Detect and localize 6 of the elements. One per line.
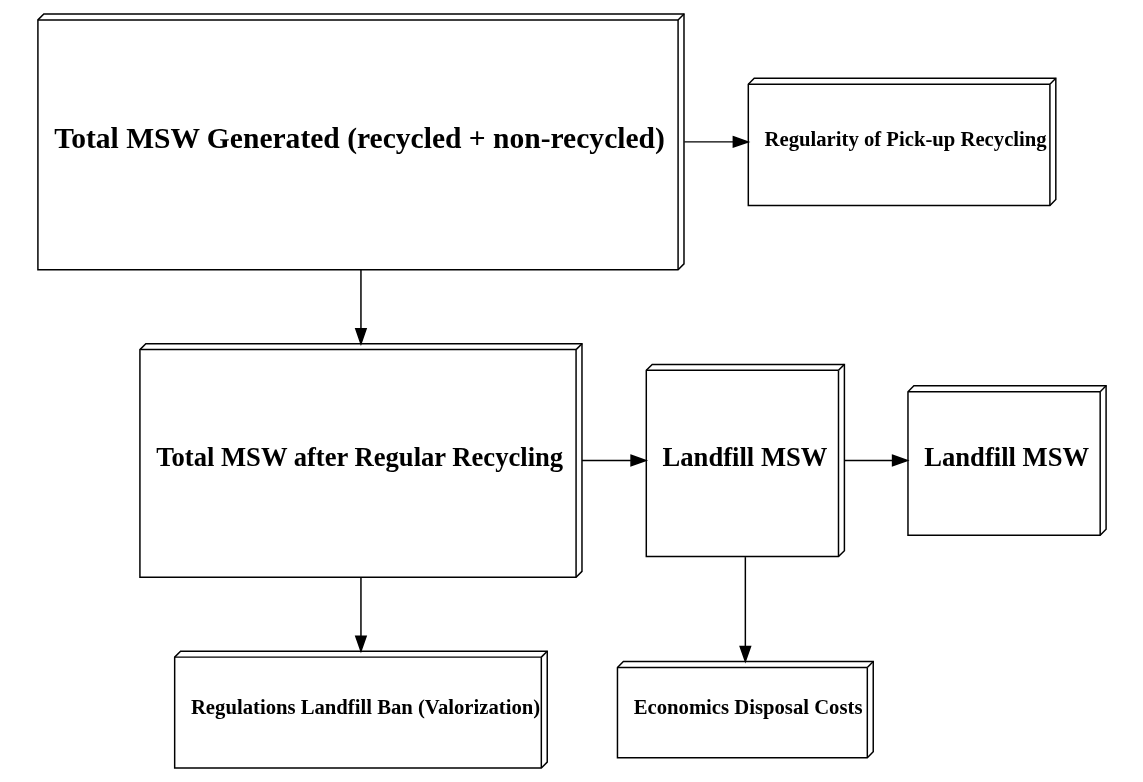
arrow: [580, 454, 648, 467]
arrow: [354, 577, 367, 654]
arrow: [354, 269, 367, 346]
arrow: [683, 135, 750, 149]
arrow: [738, 556, 752, 664]
arrow: [843, 454, 910, 467]
